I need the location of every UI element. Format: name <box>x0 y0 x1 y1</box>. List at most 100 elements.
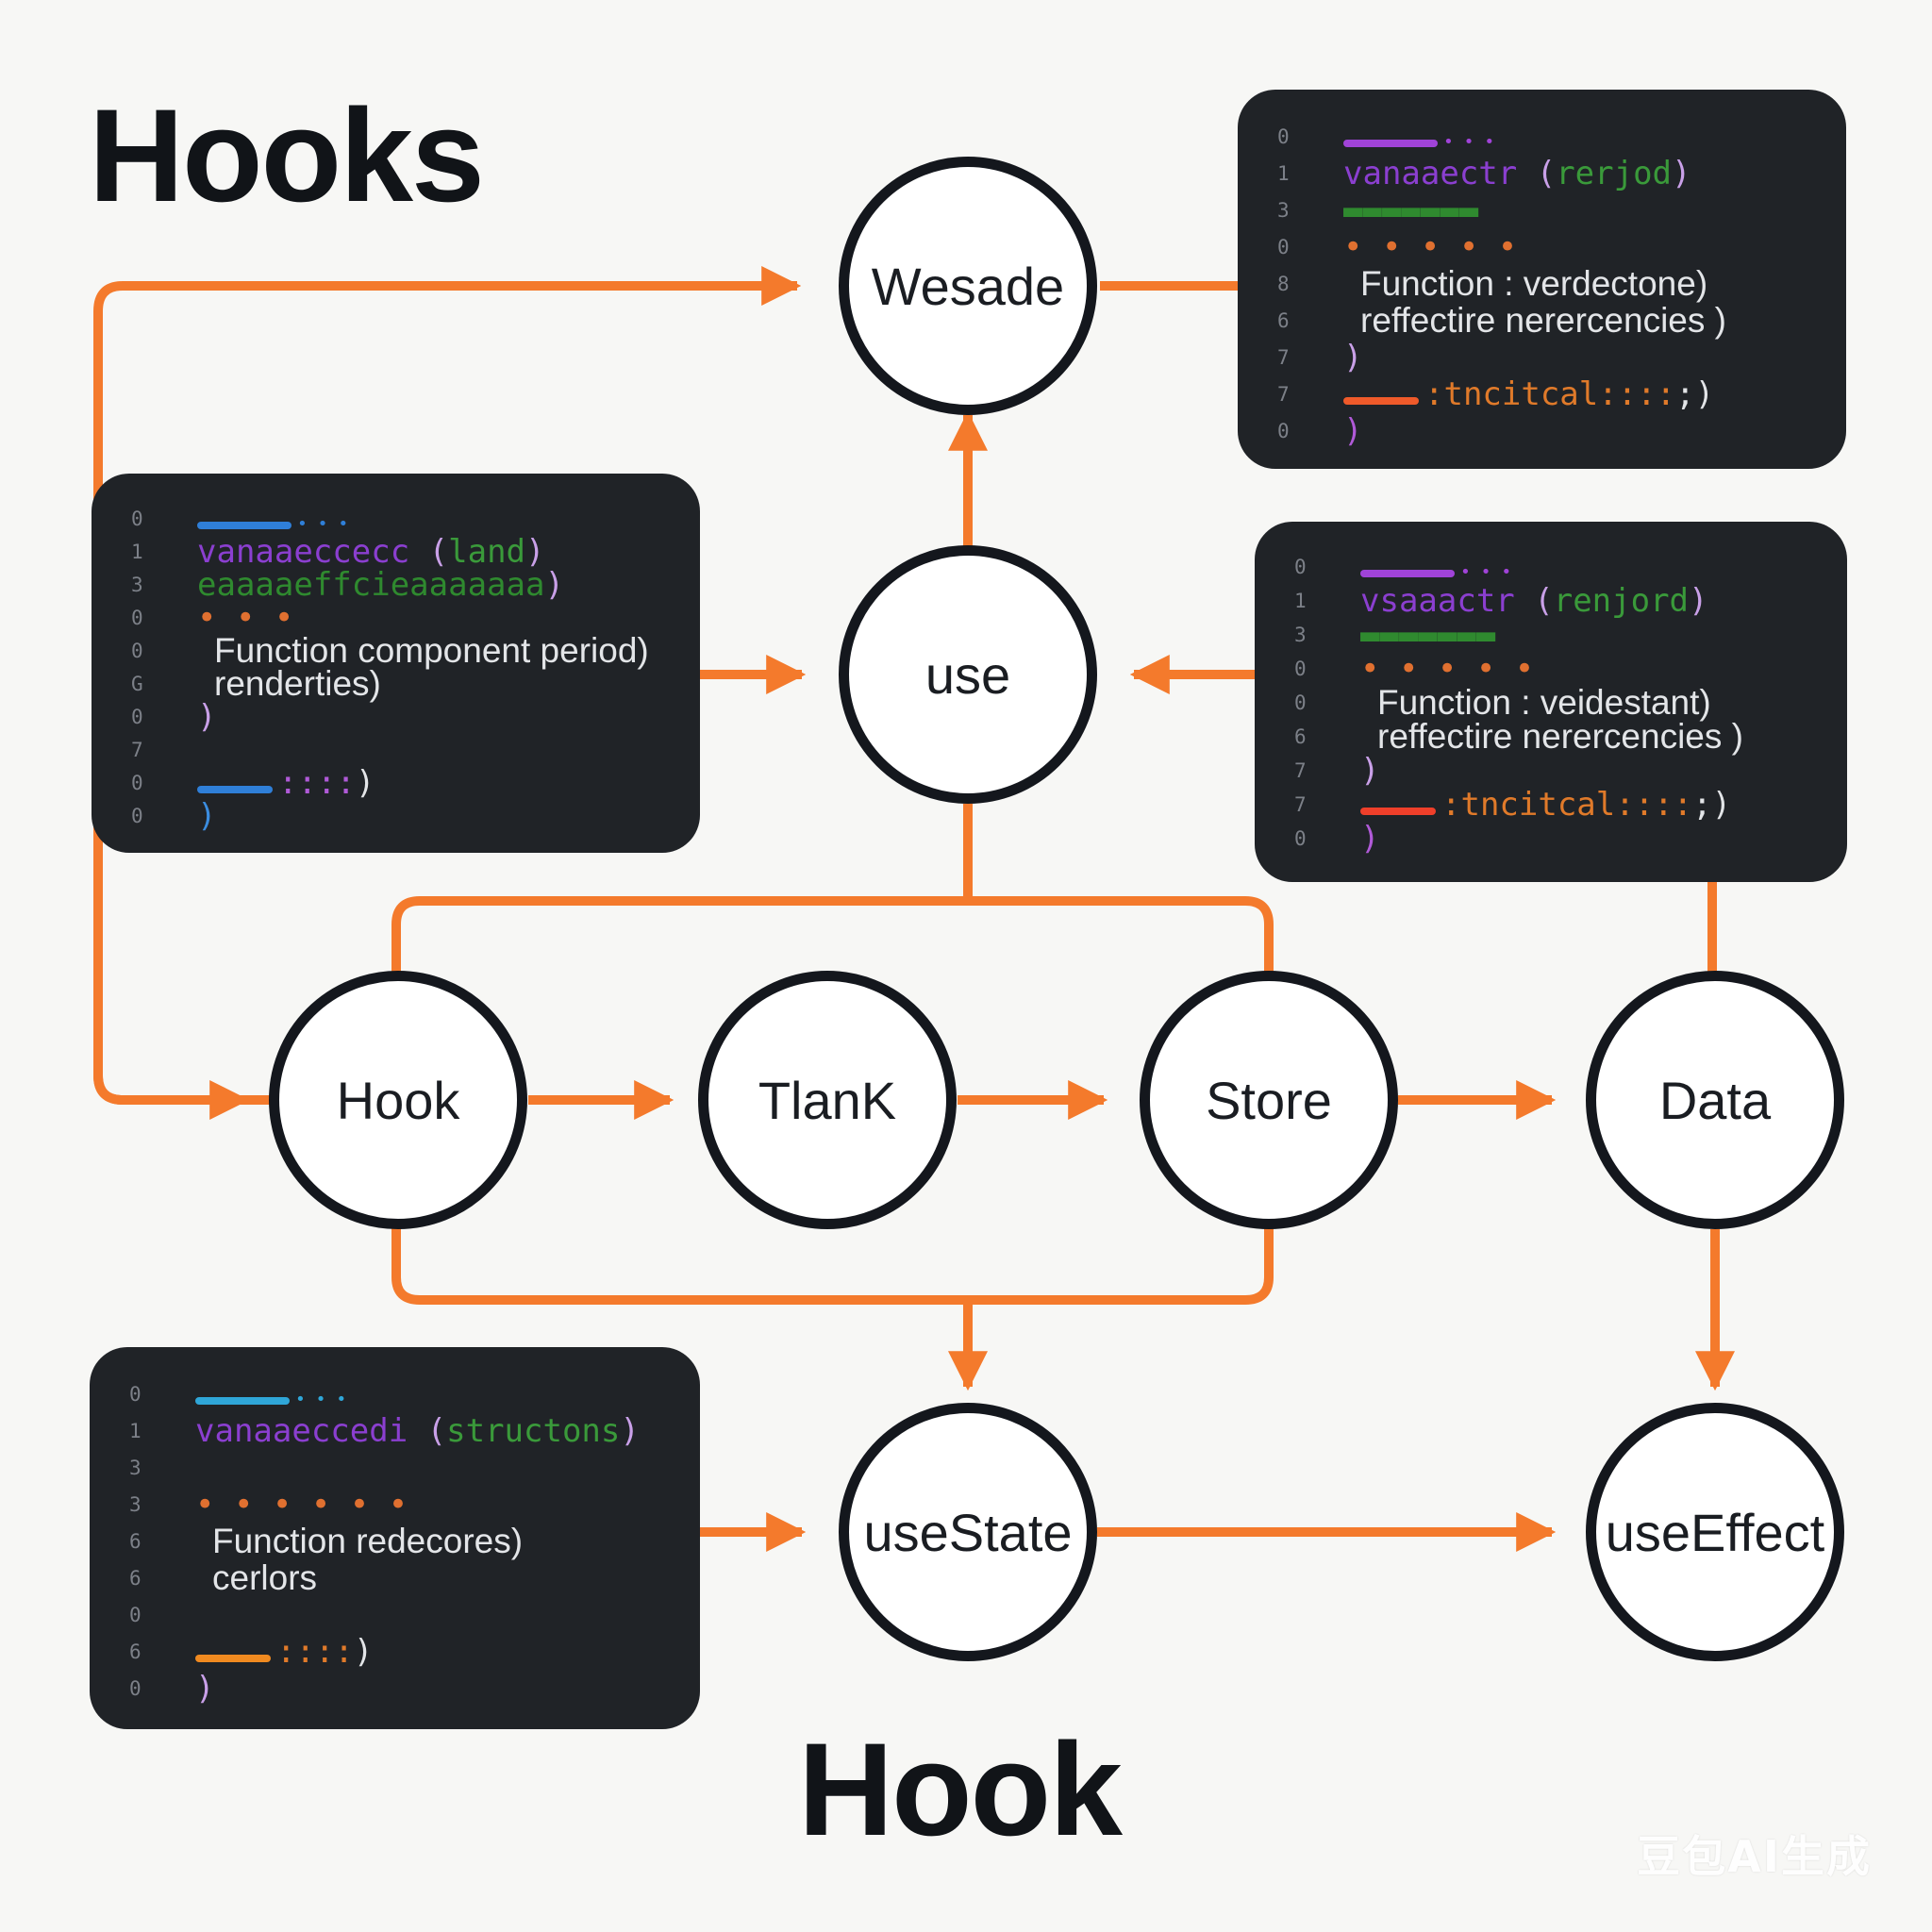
code-header-bar <box>195 1396 290 1405</box>
line-number: G <box>131 672 143 695</box>
code-token: :tncitcal:::: <box>1424 375 1676 413</box>
line-number: 6 <box>129 1640 142 1663</box>
line-number: 0 <box>131 606 143 629</box>
code-line: 0 • • • • • <box>1294 650 1824 688</box>
code-text: • • • <box>197 500 348 538</box>
line-number: 0 <box>131 639 143 662</box>
line-number: 0 <box>1294 691 1307 714</box>
line-number: 0 <box>131 804 143 827</box>
code-line: 1 vanaaeccedi (structons) <box>129 1412 677 1450</box>
code-header-dots: • • • <box>297 513 349 534</box>
line-number: 8 <box>1277 272 1290 295</box>
code-text: ) <box>1343 412 1362 450</box>
code-line: 3 <box>129 1449 677 1486</box>
code-line: 3 ▬▬▬▬▬▬▬ <box>1277 192 1824 229</box>
code-token: ) <box>1343 338 1363 376</box>
line-number: 6 <box>1277 308 1290 332</box>
code-text: Function component period) <box>214 630 649 670</box>
code-footer-bar <box>1360 808 1436 815</box>
code-token: ▬▬▬▬▬▬▬ <box>1360 616 1496 654</box>
line-number: 1 <box>1277 161 1290 185</box>
line-number: 1 <box>131 540 143 563</box>
code-token: ;) <box>1692 786 1732 824</box>
code-token: ( <box>409 532 449 571</box>
code-line: 0 Function component period) <box>131 631 677 670</box>
code-token: ) <box>197 697 217 736</box>
node-wesade: Wesade <box>839 157 1097 415</box>
code-token: ) <box>1360 820 1380 858</box>
connector-branch-hook-store <box>391 896 1274 972</box>
line-number: 7 <box>1294 759 1307 782</box>
line-number: 0 <box>1277 235 1290 258</box>
code-line: 0 • • • <box>131 598 677 637</box>
code-header-dots: • • • <box>1460 562 1512 582</box>
code-token: ) <box>1672 154 1691 192</box>
code-token: ( <box>1517 154 1557 192</box>
diagram-title: Hooks <box>89 81 485 229</box>
code-line: 0 • • • • • <box>1277 228 1824 266</box>
code-text: ) <box>197 698 216 736</box>
code-text: vanaaeccedi (structons) <box>195 1412 640 1450</box>
code-token: • • • • • • <box>195 1485 408 1524</box>
code-token: ) <box>197 796 217 835</box>
code-text: ▬▬▬▬▬▬▬ <box>1343 192 1478 229</box>
code-token: :tncitcal:::: <box>1441 786 1693 824</box>
code-token: :::: <box>276 1632 354 1671</box>
code-text: • • • • • <box>1360 650 1534 688</box>
line-number: 0 <box>131 507 143 530</box>
code-text: renderties) <box>214 663 381 703</box>
line-number: 1 <box>129 1419 142 1442</box>
code-line: 7:tncitcal::::;) <box>1277 375 1824 413</box>
code-line: 0) <box>131 797 677 835</box>
code-line: 3• • • • • • <box>129 1485 677 1524</box>
line-number: 7 <box>131 738 143 761</box>
bottom-caption: Hook <box>798 1715 1123 1863</box>
line-number: 0 <box>1294 658 1307 680</box>
code-token: ) <box>1343 411 1363 450</box>
code-token: vsaaactr <box>1360 582 1515 620</box>
line-number: 0 <box>129 1676 142 1700</box>
code-token: renjord <box>1553 582 1690 620</box>
code-text: ) <box>1343 339 1362 376</box>
line-number: 0 <box>129 1603 142 1626</box>
code-header-dots: • • • <box>295 1389 347 1409</box>
line-number: 7 <box>1277 345 1290 369</box>
code-token: • • • <box>197 598 294 637</box>
code-footer-bar <box>1343 396 1419 405</box>
code-line: 0) <box>1294 820 1824 858</box>
arrow-leftloop-to-hook <box>93 1074 250 1120</box>
code-footer-bar <box>195 1654 271 1662</box>
line-number: 0 <box>1277 125 1290 148</box>
node-label: TlanK <box>758 1070 897 1130</box>
connector-hook-store-join <box>391 1228 1274 1305</box>
line-number: 0 <box>1294 556 1307 578</box>
code-text: ) <box>195 1670 214 1707</box>
code-text: • • • • • <box>1343 228 1517 266</box>
code-text: cerlors <box>212 1557 318 1597</box>
code-text: • • • <box>1343 118 1494 156</box>
code-line: 0 <box>129 1596 677 1633</box>
node-label: Data <box>1658 1070 1772 1130</box>
code-line: 0) <box>131 698 677 736</box>
code-token: ;) <box>1675 375 1715 413</box>
line-number: 3 <box>1277 198 1290 222</box>
code-token: ) <box>544 565 564 604</box>
code-text: ) <box>197 797 216 835</box>
code-line: 7) <box>1277 339 1824 376</box>
node-label: Store <box>1206 1070 1332 1130</box>
code-token: ) <box>355 763 375 802</box>
node-store: Store <box>1140 971 1398 1229</box>
line-number: 6 <box>1294 725 1307 748</box>
code-token: • • • • • <box>1360 650 1535 688</box>
line-number: 0 <box>131 771 143 794</box>
code-token: :::: <box>278 763 356 802</box>
code-token: ) <box>1360 752 1380 790</box>
